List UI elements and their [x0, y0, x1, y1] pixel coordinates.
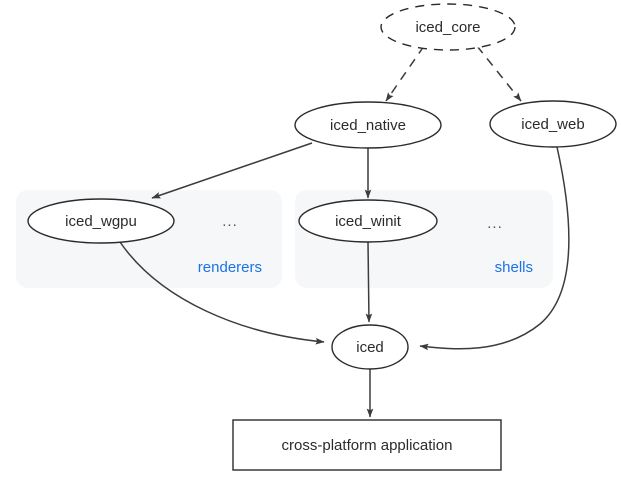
edge-core-to-web: [476, 45, 522, 102]
node-iced-winit-shape[interactable]: [298, 199, 438, 243]
node-iced-native-shape[interactable]: [294, 101, 442, 149]
node-iced-winit[interactable]: iced_winit: [298, 199, 438, 243]
node-iced[interactable]: iced: [331, 324, 409, 370]
node-application[interactable]: cross-platform application: [232, 419, 502, 471]
edge-native-to-wgpu: [151, 142, 313, 199]
node-iced-core[interactable]: iced_core: [380, 3, 516, 51]
node-iced-core-shape[interactable]: [380, 3, 516, 51]
node-iced-wgpu[interactable]: iced_wgpu: [27, 198, 175, 244]
node-iced-web-shape[interactable]: [489, 100, 617, 148]
node-iced-web[interactable]: iced_web: [489, 100, 617, 148]
node-iced-native[interactable]: iced_native: [294, 101, 442, 149]
edge-core-to-native: [385, 45, 425, 102]
edge-wgpu-to-iced: [119, 241, 325, 345]
node-application-shape[interactable]: [232, 419, 502, 471]
node-iced-wgpu-shape[interactable]: [27, 198, 175, 244]
node-iced-shape[interactable]: [331, 324, 409, 370]
edge-web-to-iced: [419, 146, 570, 351]
edge-winit-to-iced: [365, 241, 373, 323]
